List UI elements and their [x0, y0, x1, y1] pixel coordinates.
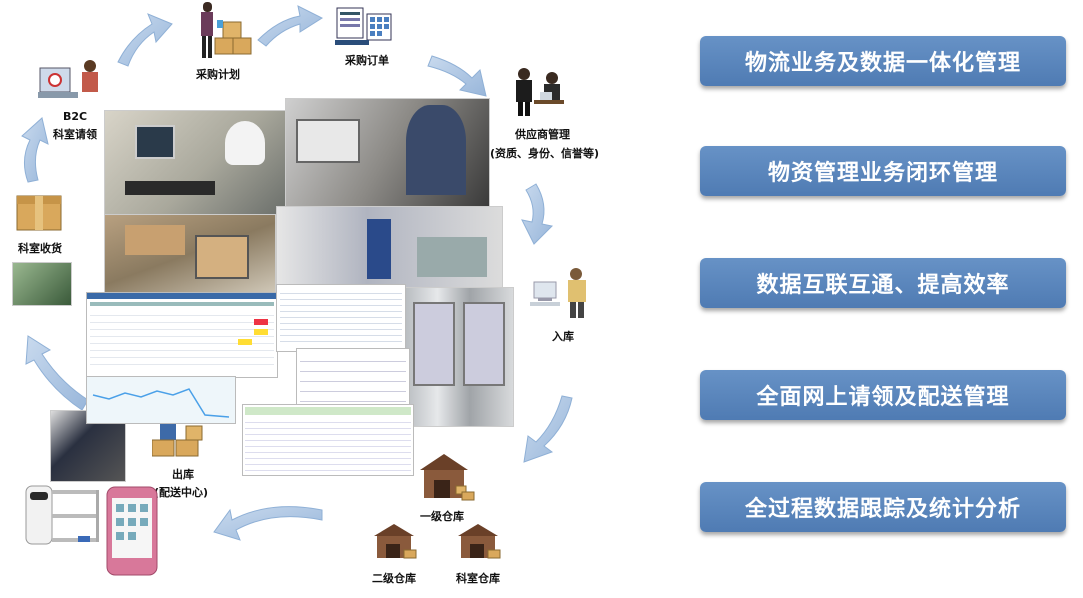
purchase-order-icon — [335, 7, 392, 45]
dept-receive-icon — [16, 195, 62, 231]
arrow-b2c-to-plan — [117, 13, 173, 67]
feature-pill-1: 物流业务及数据一体化管理 — [700, 36, 1066, 86]
label-dept-receive: 科室收货 — [18, 242, 62, 255]
photo-office-printer — [285, 98, 490, 208]
arrow-plan-to-order — [257, 5, 324, 47]
label-purchase-plan: 采购计划 — [196, 68, 240, 81]
screenshot-stats-table — [296, 348, 410, 408]
label-warehouse-2: 二级仓库 — [372, 572, 416, 585]
label-purchase-order: 采购订单 — [345, 54, 389, 67]
supplier-icon — [516, 68, 564, 116]
label-supplier-mgmt-sub: (资质、身份、信誉等) — [490, 147, 600, 160]
arrow-receive-to-b2c — [21, 117, 49, 183]
photo-pharmacy-staff — [276, 206, 503, 288]
cycle-arrows — [21, 5, 573, 541]
label-supplier-mgmt: 供应商管理 — [515, 128, 570, 141]
feature-pill-5: 全过程数据跟踪及统计分析 — [700, 482, 1066, 532]
outbound-icon — [152, 410, 203, 457]
photo-medicine-cabinet — [404, 287, 514, 427]
screenshot-report-table — [242, 404, 414, 476]
purchase-plan-icon — [201, 2, 252, 58]
warehouse-1-icon — [420, 454, 475, 501]
screenshot-inventory-list — [276, 284, 406, 352]
screenshot-order-table — [86, 292, 278, 378]
inbound-icon — [530, 268, 586, 318]
photo-nurse-computer — [104, 110, 286, 218]
label-warehouse-1: 一级仓库 — [420, 510, 464, 523]
arrow-order-to-supplier — [427, 55, 487, 97]
label-b2c-sub: 科室请领 — [53, 128, 97, 141]
label-inbound: 入库 — [552, 330, 574, 343]
label-b2c: B2C — [63, 110, 88, 123]
delivery-robot-icon — [25, 485, 99, 545]
label-warehouse-dept: 科室仓库 — [456, 572, 500, 585]
label-outbound-sub: (配送中心) — [154, 486, 209, 499]
feature-pill-2: 物资管理业务闭环管理 — [700, 146, 1066, 196]
screenshot-line-chart — [86, 376, 236, 424]
label-outbound: 出库 — [172, 468, 194, 481]
arrow-outbound-to-receive — [25, 335, 89, 411]
feature-pill-3: 数据互联互通、提高效率 — [700, 258, 1066, 308]
photo-cart-boxes — [104, 214, 276, 294]
arrow-supplier-to-inbound — [521, 183, 554, 245]
photo-scanner-hand — [12, 262, 72, 306]
warehouse-2-icon — [374, 524, 417, 559]
arrow-warehouse-to-outbound — [213, 506, 323, 541]
b2c-icon — [38, 60, 98, 98]
feature-pill-4: 全面网上请领及配送管理 — [700, 370, 1066, 420]
arrow-inbound-to-warehouse — [523, 395, 573, 463]
handheld-device-icon — [106, 486, 158, 576]
warehouse-dept-icon — [458, 524, 501, 559]
